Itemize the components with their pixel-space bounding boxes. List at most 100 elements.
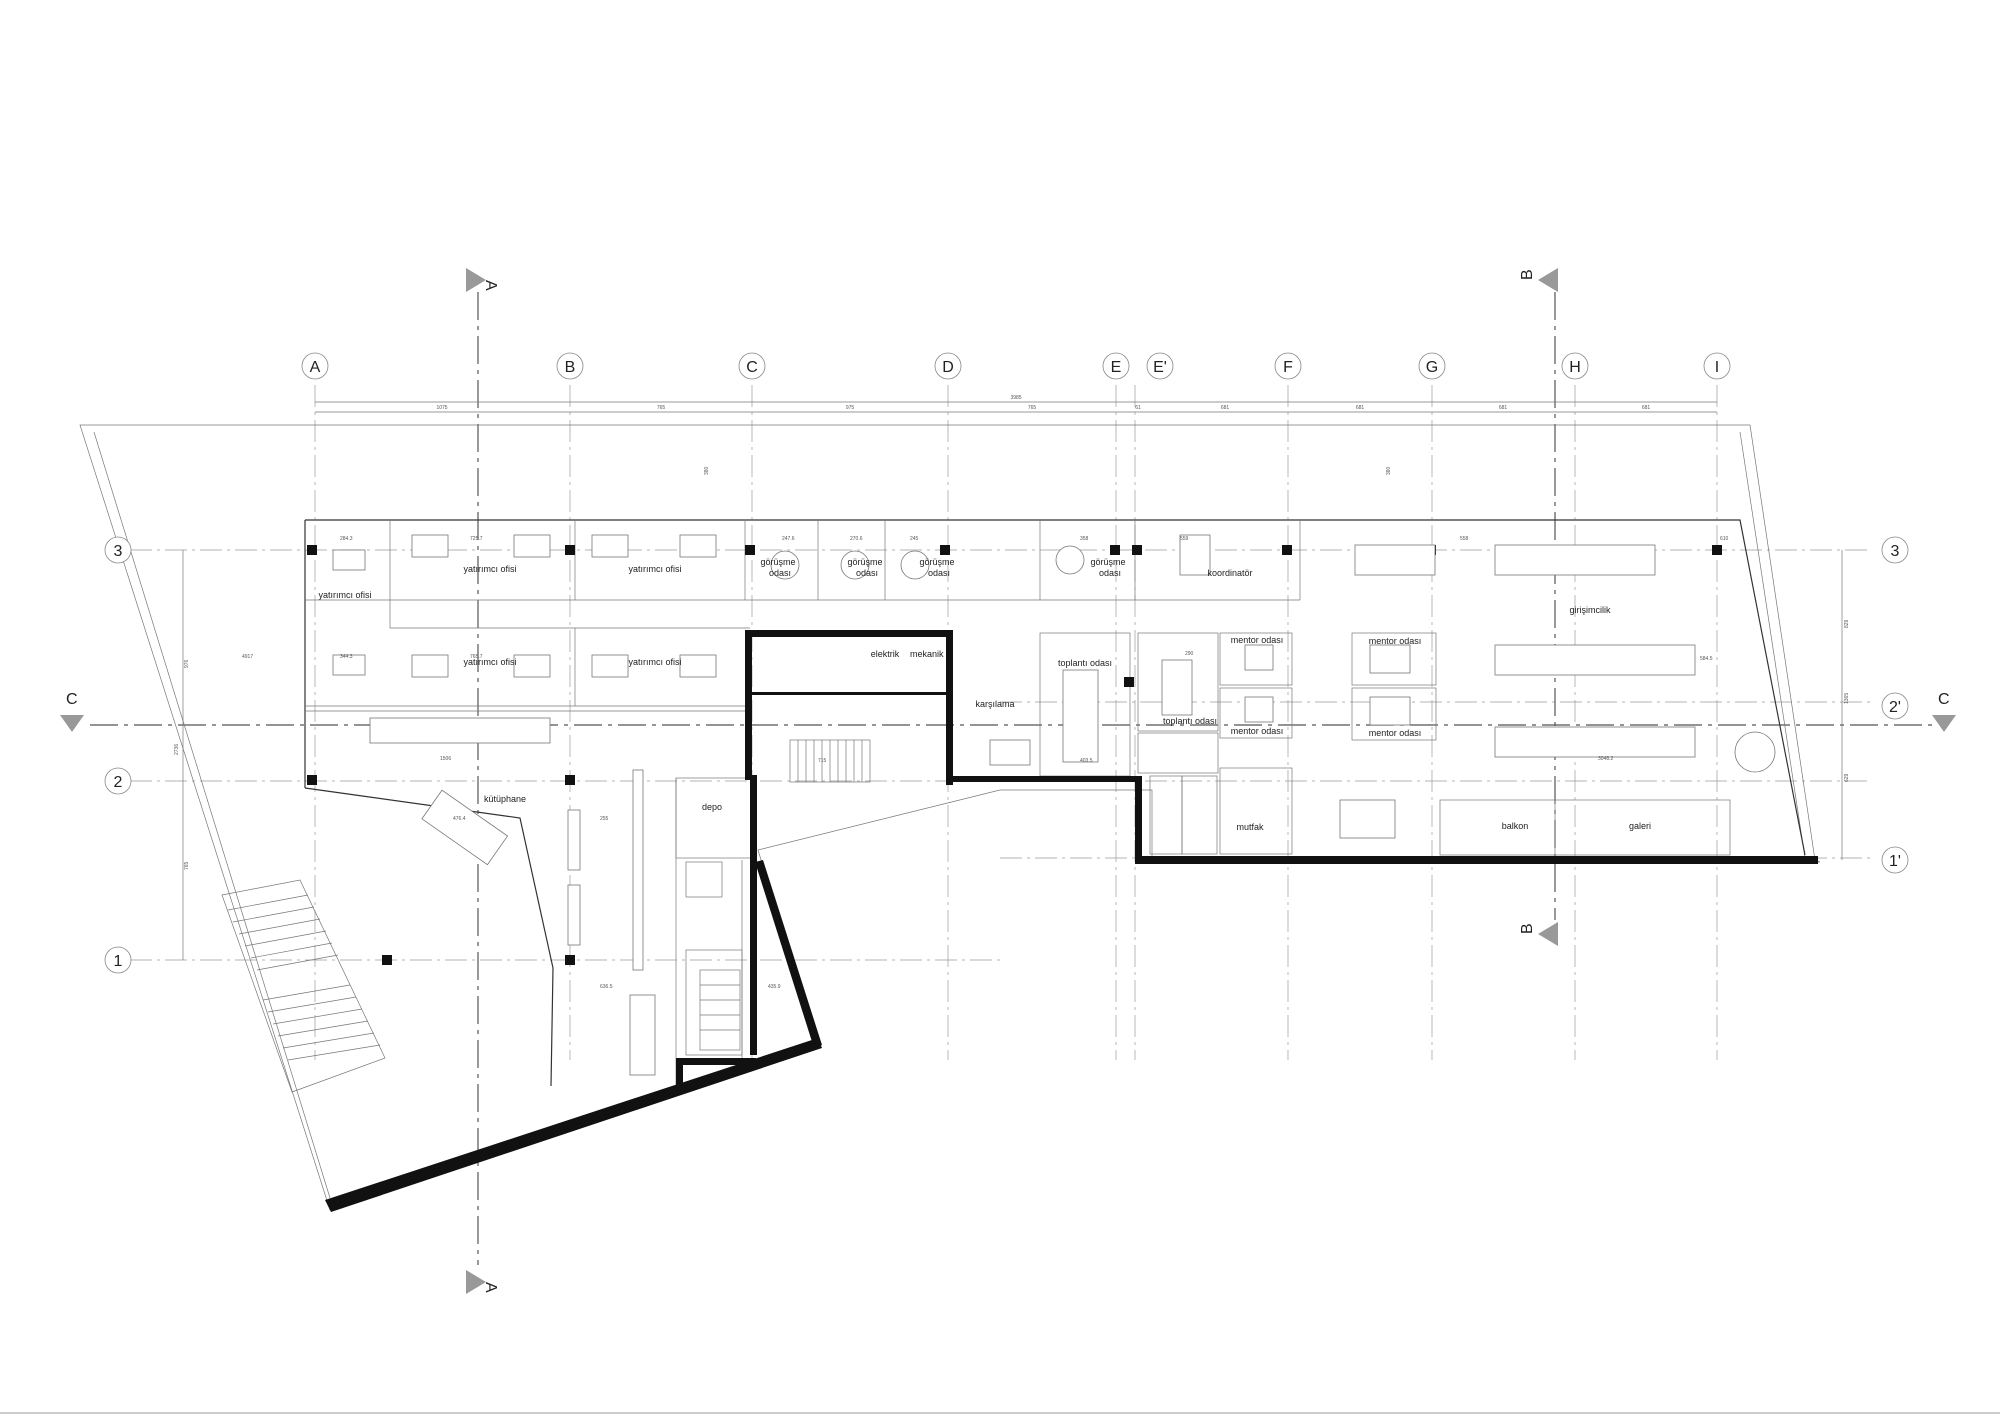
- axis-d: D: [942, 359, 954, 376]
- room-mutfak: mutfak: [1236, 822, 1264, 832]
- dim-lib3: 255: [600, 816, 609, 822]
- dim-left-lower: 765: [184, 861, 190, 870]
- axis-e: E: [1111, 359, 1122, 376]
- dim-de: 765: [1028, 405, 1037, 411]
- room-mentor-odasi-4: mentor odası: [1369, 728, 1422, 738]
- dim-fg: 681: [1356, 405, 1365, 411]
- dim-d1: 245: [910, 536, 919, 542]
- room-gorusme-3-line1: görüşme: [919, 557, 954, 567]
- dimension-lines: 3985 1075 765 975 765 61 681 681 681 681…: [174, 395, 1850, 990]
- section-a-bottom-arrow: [466, 1270, 486, 1294]
- building-walls: [304, 519, 1806, 1087]
- dim-right-mid: 1365: [1844, 693, 1850, 704]
- room-karsilama: karşılama: [975, 699, 1014, 709]
- axis-c: C: [746, 359, 758, 376]
- axis-i: I: [1715, 359, 1719, 376]
- heavy-walls: [325, 630, 1818, 1212]
- dim-right-upper: 829: [1844, 619, 1850, 628]
- dim-ab: 1075: [436, 405, 447, 411]
- dim-g4: 3048.2: [1598, 756, 1614, 762]
- room-gorusme-4-line1: görüşme: [1090, 557, 1125, 567]
- dim-right-lower: 629: [1844, 773, 1850, 782]
- axis-row-1-left: 1: [114, 953, 123, 970]
- column-axis-labels: A B C D E E' F G H I: [301, 352, 1731, 380]
- room-mekanik: mekanik: [910, 649, 944, 659]
- room-labels: yatırımcı ofisi yatırımcı ofisi yatırımc…: [318, 557, 1651, 832]
- room-toplanti-odasi-2: toplantı odası: [1163, 716, 1217, 726]
- axis-g: G: [1426, 359, 1438, 376]
- room-kutuphane: kütüphane: [484, 794, 526, 804]
- stair-exterior: [221, 879, 386, 1093]
- dim-left-total: 2736: [174, 744, 180, 755]
- stair-core: [699, 739, 871, 1051]
- axis-b: B: [565, 359, 576, 376]
- section-a-top-arrow: [466, 268, 486, 292]
- dim-v-380-a: 380: [704, 466, 710, 475]
- section-c-left-arrow: [60, 715, 84, 732]
- dim-g2: 584.5: [1700, 656, 1713, 662]
- dim-w1: 4917: [242, 654, 253, 660]
- axis-row-2p-right: 2': [1889, 699, 1901, 716]
- axis-row-2-left: 2: [114, 774, 123, 791]
- room-girisimcilik: girişimcilik: [1570, 605, 1611, 615]
- dim-gh: 681: [1499, 405, 1508, 411]
- dim-a1: 284.3: [340, 536, 353, 542]
- room-toplanti-odasi-1: toplantı odası: [1058, 658, 1112, 668]
- section-c-right: C: [1938, 691, 1950, 708]
- room-galeri: galeri: [1629, 821, 1651, 831]
- axis-row-3-right: 3: [1891, 543, 1900, 560]
- dim-c2: 270.6: [850, 536, 863, 542]
- section-b-bottom: B: [1519, 923, 1536, 934]
- axis-h: H: [1569, 359, 1581, 376]
- room-yatirimci-ofisi-1: yatırımcı ofisi: [318, 590, 371, 600]
- dim-c1: 247.6: [782, 536, 795, 542]
- room-gorusme-4-line2: odası: [1099, 568, 1121, 578]
- dim-s2: 435.9: [768, 984, 781, 990]
- room-mentor-odasi-3: mentor odası: [1369, 636, 1422, 646]
- dim-lib2: 476.4: [453, 816, 466, 822]
- room-yatirimci-ofisi-2: yatırımcı ofisi: [463, 564, 516, 574]
- axis-row-3-left: 3: [114, 543, 123, 560]
- section-c-right-arrow: [1932, 715, 1956, 732]
- axis-e-prime: E': [1153, 359, 1167, 376]
- section-markers: A A B B C C: [60, 268, 1956, 1294]
- room-koordinator: koordinatör: [1207, 568, 1252, 578]
- section-lines: [90, 292, 1935, 1265]
- section-a-bottom: A: [482, 1282, 499, 1293]
- section-a-top: A: [482, 280, 499, 291]
- site-outline: [79, 424, 1821, 1211]
- dim-s1: 636.5: [600, 984, 613, 990]
- room-elektrik: elektrik: [871, 649, 900, 659]
- room-yatirimci-ofisi-4: yatırımcı ofisi: [463, 657, 516, 667]
- dim-a2: 344.3: [340, 654, 353, 660]
- furniture: [332, 534, 1776, 1076]
- row-axis-labels: 3 2 1 3 2' 1': [104, 536, 1909, 974]
- dim-left-upper: 976: [184, 659, 190, 668]
- dim-t1: 290: [1185, 651, 1194, 657]
- dim-hi: 681: [1642, 405, 1651, 411]
- dim-s3: 715: [818, 758, 827, 764]
- dim-g3: 610: [1720, 536, 1729, 542]
- dim-ef: 681: [1221, 405, 1230, 411]
- section-c-left: C: [66, 691, 78, 708]
- dim-cd: 975: [846, 405, 855, 411]
- room-gorusme-1-line1: görüşme: [760, 557, 795, 567]
- room-mentor-odasi-2: mentor odası: [1231, 726, 1284, 736]
- room-mentor-odasi-1: mentor odası: [1231, 635, 1284, 645]
- dim-g1: 558: [1460, 536, 1469, 542]
- dim-b2: 765.7: [470, 654, 483, 660]
- dim-bc: 765: [657, 405, 666, 411]
- room-gorusme-3-line2: odası: [928, 568, 950, 578]
- room-yatirimci-ofisi-5: yatırımcı ofisi: [628, 657, 681, 667]
- section-b-bottom-arrow: [1538, 922, 1558, 946]
- room-yatirimci-ofisi-3: yatırımcı ofisi: [628, 564, 681, 574]
- room-gorusme-2-line1: görüşme: [847, 557, 882, 567]
- room-gorusme-1-line2: odası: [769, 568, 791, 578]
- room-depo: depo: [702, 802, 722, 812]
- section-b-top: B: [1519, 269, 1536, 280]
- room-gorusme-2-line2: odası: [856, 568, 878, 578]
- dim-b1: 725.7: [470, 536, 483, 542]
- dim-ee: 61: [1135, 405, 1141, 411]
- axis-a: A: [310, 359, 321, 376]
